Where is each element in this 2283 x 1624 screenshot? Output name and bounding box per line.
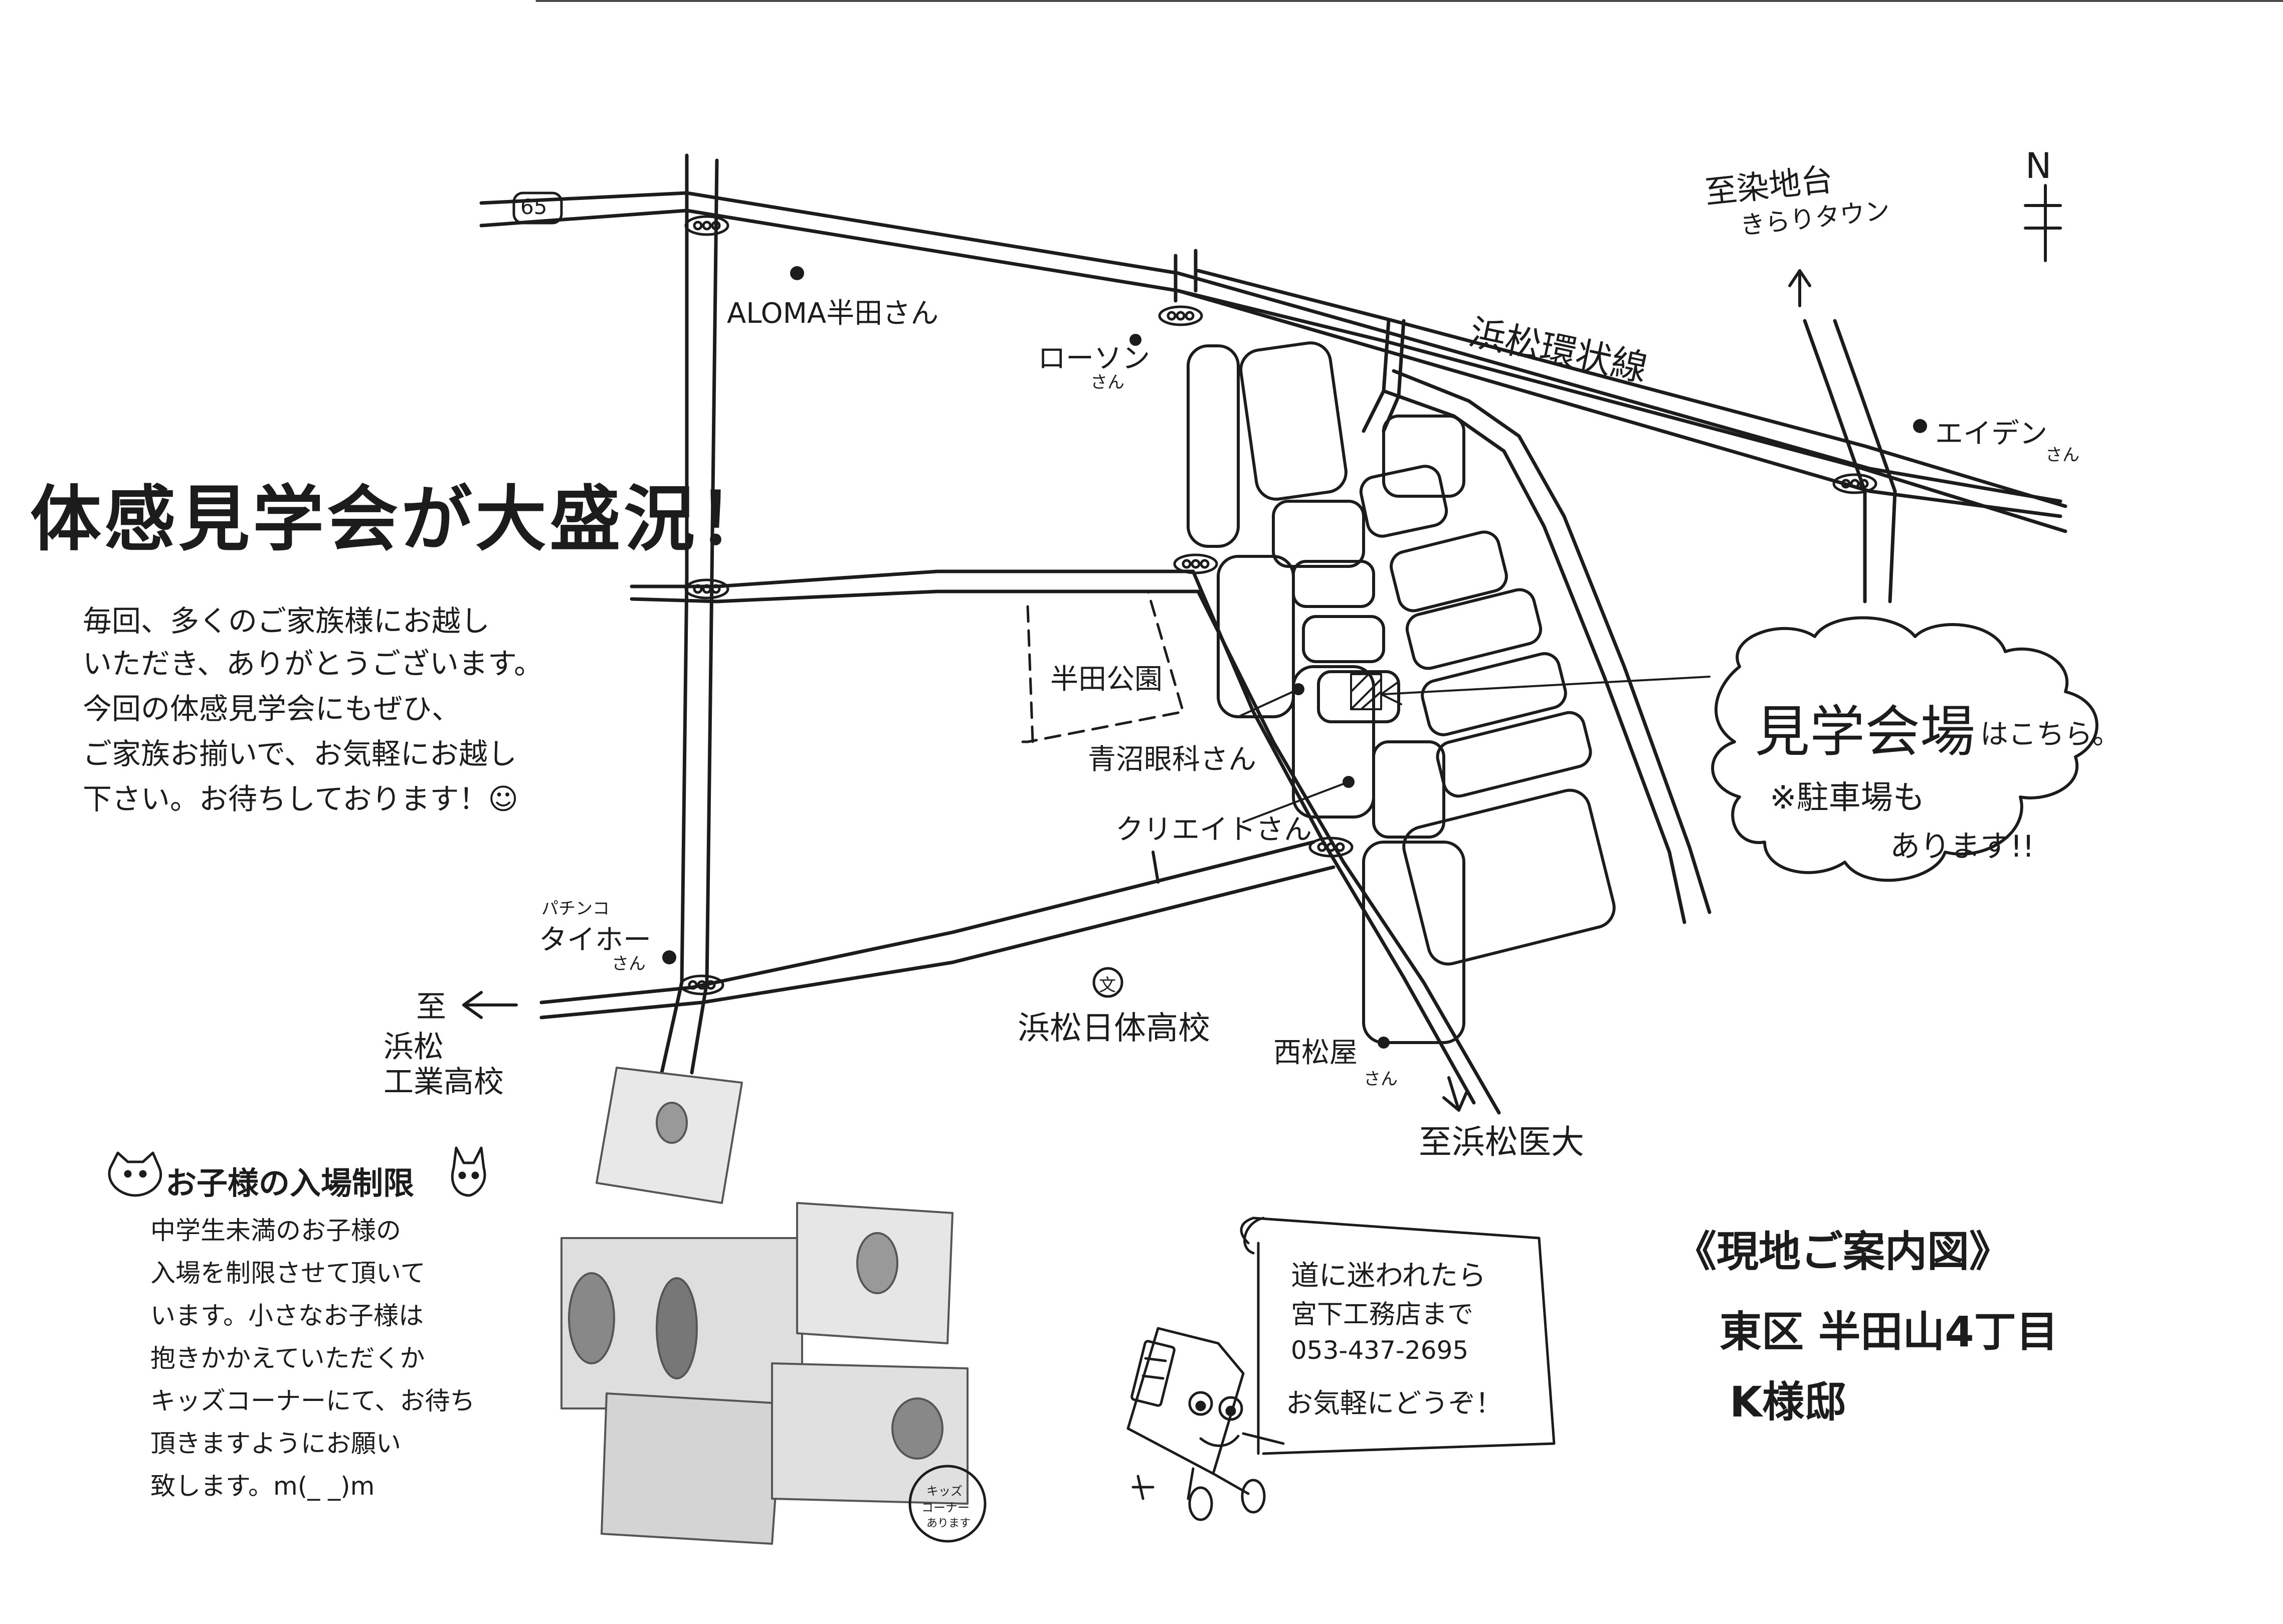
intro-line: 毎回、多くのご家族様にお越し xyxy=(83,604,490,638)
direction-arrows xyxy=(462,269,1811,1112)
venue-label: 見学会場 xyxy=(1755,700,1975,764)
road-south-diagonal xyxy=(1191,569,1501,1115)
site-house-name: K様邸 xyxy=(1730,1377,1847,1427)
landmark-taiho: タイホー xyxy=(539,924,651,956)
headline: 体感見学会が大盛況！ xyxy=(30,478,772,561)
leader-lines xyxy=(1237,676,1710,823)
landmark-lawson-suffix: さん xyxy=(1090,372,1124,392)
landmark-school: 浜松日体高校 xyxy=(1018,1010,1210,1047)
help-note-phone[interactable]: 053-437-2695 xyxy=(1291,1336,1469,1365)
intro-line: ご家族お揃いで、お気軽にお越し xyxy=(83,737,517,771)
intro-line: 下さい。お待ちしております！☺ xyxy=(83,782,518,816)
landmark-lawson: ローソン xyxy=(1038,342,1150,375)
landmark-handa-park: 半田公園 xyxy=(1050,663,1163,696)
landmark-nishimatsuya-suffix: さん xyxy=(1364,1069,1398,1089)
to-west-label-2: 浜松 xyxy=(384,1030,444,1065)
road-west-vertical xyxy=(660,153,719,1075)
road-south xyxy=(539,840,1336,1020)
road-ring xyxy=(1176,269,2067,533)
kids-corner-badge-outline xyxy=(908,1465,987,1543)
route-shield-outline xyxy=(512,191,563,225)
kids-notice-line: 入場を制限させて頂いて xyxy=(150,1259,426,1288)
to-west-label-3: 工業高校 xyxy=(384,1065,504,1100)
road-neighborhood-east xyxy=(1382,369,1711,924)
landmark-aiden: エイデン xyxy=(1935,418,2047,450)
city-blocks xyxy=(1152,341,1616,1044)
to-medical-univ-label: 至浜松医大 xyxy=(1419,1123,1584,1161)
intro-line: いただき、ありがとうございます。 xyxy=(83,647,543,681)
to-west-label-1: 至 xyxy=(416,989,446,1025)
kids-corner-badge-line: キッズ xyxy=(926,1484,963,1498)
bunny-face-icon xyxy=(451,1146,486,1197)
kids-notice-title: お子様の入場制限 xyxy=(165,1165,415,1201)
kids-notice-line: キッズコーナーにて、お待ち xyxy=(150,1386,475,1415)
help-note-line-2: 宮下工務店まで xyxy=(1291,1300,1474,1330)
landmark-aonuma-clinic: 青沼眼科さん xyxy=(1088,743,1256,776)
site-address: 東区 半田山4丁目 xyxy=(1720,1307,2058,1356)
park-boundary xyxy=(1021,590,1185,743)
road-to-someji xyxy=(1803,319,1897,603)
landmark-nishimatsuya: 西松屋 xyxy=(1273,1037,1358,1069)
cat-face-icon xyxy=(108,1151,162,1197)
kids-corner-badge-line: あります xyxy=(926,1517,971,1530)
landmark-aiden-suffix: さん xyxy=(2045,445,2079,465)
compass-north-label: N xyxy=(2025,145,2052,186)
kids-notice-line: 致します。m(_ _)m xyxy=(150,1472,375,1501)
kids-notice-line: 頂きますようにお願い xyxy=(150,1429,401,1458)
school-symbol-outline xyxy=(1092,967,1123,998)
road-middle xyxy=(630,569,1200,603)
kids-notice-line: 中学生未満のお子様の xyxy=(150,1216,401,1245)
venue-label-suffix: はこちら。 xyxy=(1980,718,2121,751)
landmark-create: クリエイトさん xyxy=(1115,814,1312,846)
site-info-title: 《現地ご案内図》 xyxy=(1674,1227,2012,1276)
help-note-scroll xyxy=(1240,1216,1556,1455)
help-note-line-4: お気軽にどうぞ！ xyxy=(1286,1387,1502,1419)
kids-corner-badge-line: コーナー xyxy=(921,1501,970,1515)
compass xyxy=(2024,184,2062,262)
school-symbol: 文 xyxy=(1099,975,1116,995)
venue-marker xyxy=(1350,673,1382,710)
parking-note-1: ※駐車場も xyxy=(1770,779,1925,817)
road-lawson xyxy=(1174,249,1198,303)
event-photo-collage xyxy=(560,1067,969,1545)
house-mascot xyxy=(1126,1327,1285,1521)
traffic-signals xyxy=(679,215,1877,995)
landmark-aloma: ALOMA半田さん xyxy=(727,297,939,330)
help-note-line-1: 道に迷われたら xyxy=(1291,1260,1486,1292)
intro-line: 今回の体感見学会にもぜひ、 xyxy=(83,692,461,726)
landmark-taiho-suffix: さん xyxy=(612,954,646,974)
kids-notice-line: います。小さなお子様は xyxy=(150,1301,424,1330)
route-shield-number: 65 xyxy=(520,194,547,219)
landmark-taiho-note: パチンコ xyxy=(541,899,610,919)
venue-cloud xyxy=(1711,616,2099,882)
parking-note-2: あります!! xyxy=(1890,829,2035,864)
kids-notice-line: 抱きかかえていただくか xyxy=(150,1344,425,1373)
